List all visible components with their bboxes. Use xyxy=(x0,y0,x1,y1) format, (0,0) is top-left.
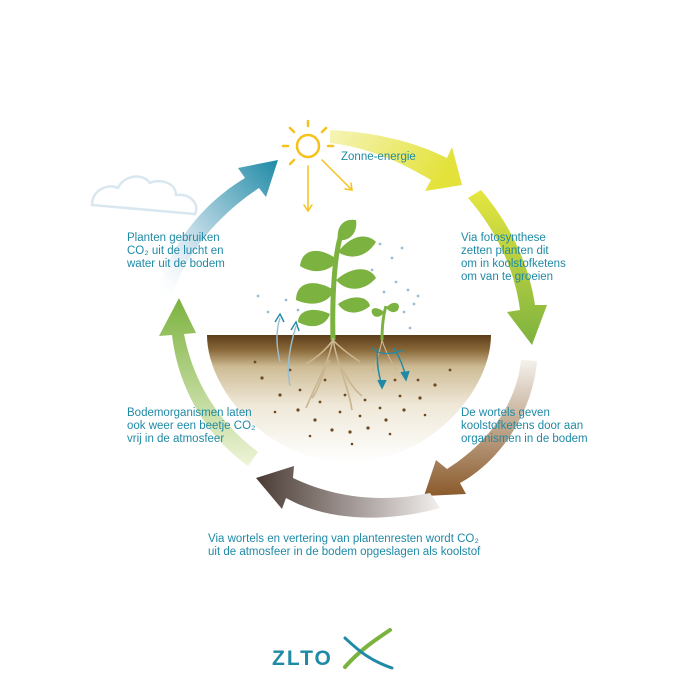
arrow-sun-to-photosynthesis xyxy=(330,130,462,191)
label-photosynthesis: Via fotosynthese zetten planten dit om i… xyxy=(461,232,566,283)
plant-icon xyxy=(296,219,376,411)
cloud-icon xyxy=(90,175,198,216)
arrow-organisms-to-plants xyxy=(159,298,258,466)
sun-icon xyxy=(281,119,353,213)
label-storage: Via wortels en vertering van plantenrest… xyxy=(208,533,481,558)
arrow-roots-to-storage xyxy=(424,360,537,496)
plant-roots xyxy=(305,337,363,411)
arrow-photosynthesis-to-roots xyxy=(468,190,547,345)
arrow-storage-to-organisms xyxy=(256,466,440,518)
label-roots: De wortels geven koolstofketens door aan… xyxy=(461,407,588,445)
label-plants: Planten gebruiken CO₂ uit de lucht en wa… xyxy=(127,232,225,270)
zlto-logo-swoosh xyxy=(343,628,394,670)
soil-particles xyxy=(253,360,452,446)
water-co2-arrows xyxy=(274,312,410,390)
seedling-icon xyxy=(371,302,399,373)
arrow-plants-to-sun xyxy=(156,160,278,300)
label-sun-energy: Zonne-energie xyxy=(341,151,416,163)
co2-dots xyxy=(256,242,420,330)
label-soil-organisms: Bodemorganismen laten ook weer een beetj… xyxy=(127,407,256,445)
cycle-arrows xyxy=(156,130,547,518)
zlto-logo: ZLTO xyxy=(272,647,333,670)
